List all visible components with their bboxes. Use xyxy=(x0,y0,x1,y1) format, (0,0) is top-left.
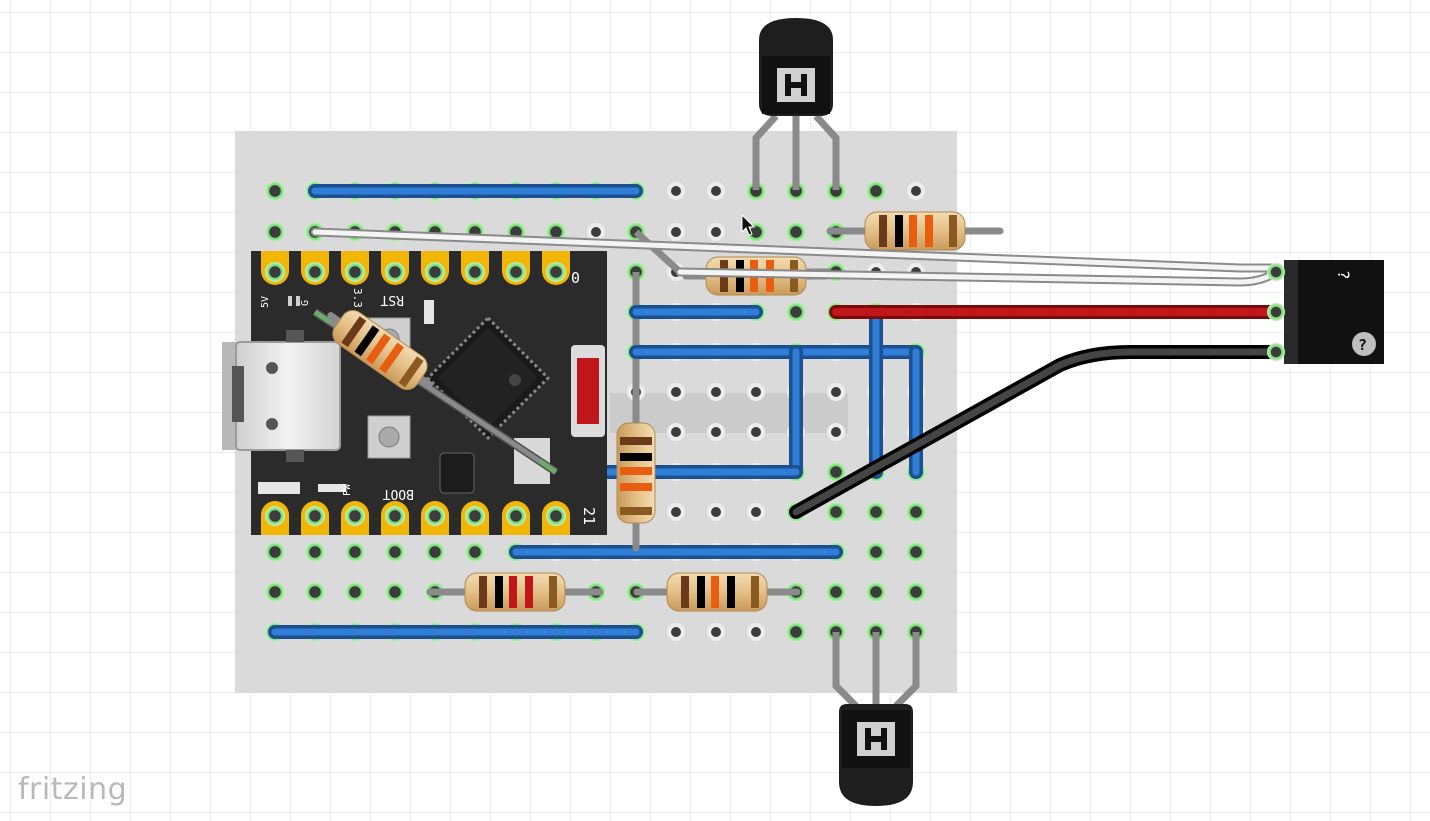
help-badge-icon: ? xyxy=(1352,332,1376,356)
blue-wires[interactable] xyxy=(268,184,923,639)
board-hole[interactable] xyxy=(826,181,846,201)
board-hole[interactable] xyxy=(385,542,405,562)
resistor-icon[interactable] xyxy=(426,572,604,612)
board-hole-center xyxy=(911,186,921,196)
usb-connector-icon xyxy=(222,330,341,462)
header-hole[interactable] xyxy=(546,506,566,526)
header-hole[interactable] xyxy=(265,262,285,282)
board-hole[interactable] xyxy=(265,181,285,201)
label-3v3: 3.3 xyxy=(351,288,364,308)
header-hole[interactable] xyxy=(425,262,445,282)
sensor-module[interactable]: ? ? xyxy=(1267,260,1384,364)
board-hole-center xyxy=(751,627,761,637)
board-hole-center xyxy=(711,387,721,397)
header-hole[interactable] xyxy=(385,506,405,526)
board-hole[interactable] xyxy=(746,181,766,201)
board-hole-center xyxy=(671,427,681,437)
resistor-icon[interactable] xyxy=(320,300,440,400)
resistor-icon[interactable] xyxy=(633,572,801,612)
header-hole[interactable] xyxy=(546,262,566,282)
board-hole-center xyxy=(671,627,681,637)
board-hole[interactable] xyxy=(906,542,926,562)
label-g: G xyxy=(300,300,311,306)
resistor-icon[interactable] xyxy=(826,211,1004,251)
board-hole-center xyxy=(671,186,681,196)
board-hole[interactable] xyxy=(345,542,365,562)
board-hole-center xyxy=(711,227,721,237)
label-rst: RST xyxy=(380,292,404,307)
jumper-wire[interactable] xyxy=(633,229,683,275)
board-hole-center xyxy=(711,186,721,196)
header-hole[interactable] xyxy=(465,506,485,526)
board-hole[interactable] xyxy=(305,582,325,602)
board-hole[interactable] xyxy=(826,502,846,522)
board-hole[interactable] xyxy=(786,622,806,642)
svg-text:?: ? xyxy=(1358,336,1367,354)
board-hole-center xyxy=(711,427,721,437)
board-hole[interactable] xyxy=(866,582,886,602)
board-hole[interactable] xyxy=(826,462,846,482)
board-hole[interactable] xyxy=(786,222,806,242)
board-hole-center xyxy=(671,507,681,517)
board-hole-center xyxy=(831,427,841,437)
board-hole[interactable] xyxy=(866,542,886,562)
board-hole-center xyxy=(751,387,761,397)
regulator-chip xyxy=(439,452,475,494)
board-hole[interactable] xyxy=(906,582,926,602)
boot-button[interactable] xyxy=(367,415,411,459)
board-hole[interactable] xyxy=(425,542,445,562)
header-hole[interactable] xyxy=(425,506,445,526)
header-hole[interactable] xyxy=(465,262,485,282)
board-hole[interactable] xyxy=(385,582,405,602)
sensor-label: ? xyxy=(1334,270,1353,280)
board-hole-center xyxy=(831,387,841,397)
transistor-top[interactable] xyxy=(752,18,840,190)
label-5v: 5V xyxy=(260,296,271,308)
transistor-bottom[interactable] xyxy=(832,632,920,806)
transistor-icon xyxy=(857,722,895,756)
pin-label-21: 21 xyxy=(580,507,598,525)
board-hole[interactable] xyxy=(866,502,886,522)
board-hole-center xyxy=(671,227,681,237)
board-hole[interactable] xyxy=(786,181,806,201)
board-hole[interactable] xyxy=(826,582,846,602)
pin-label-0: 0 xyxy=(571,268,580,286)
board-hole[interactable] xyxy=(265,222,285,242)
board-hole-center xyxy=(711,507,721,517)
board-hole[interactable] xyxy=(265,542,285,562)
board-hole-center xyxy=(671,387,681,397)
header-hole[interactable] xyxy=(506,262,526,282)
board-hole[interactable] xyxy=(305,542,325,562)
fritzing-watermark: fritzing xyxy=(18,772,128,807)
transistor-icon xyxy=(777,68,815,102)
header-hole[interactable] xyxy=(385,262,405,282)
board-hole[interactable] xyxy=(786,302,806,322)
board-hole-center xyxy=(751,507,761,517)
label-boot: BOOT xyxy=(383,486,414,501)
header-hole[interactable] xyxy=(305,506,325,526)
board-hole-center xyxy=(711,627,721,637)
board-hole-center xyxy=(751,427,761,437)
board-hole-center xyxy=(591,227,601,237)
header-hole[interactable] xyxy=(345,506,365,526)
board-hole[interactable] xyxy=(265,582,285,602)
board-hole[interactable] xyxy=(465,542,485,562)
header-hole[interactable] xyxy=(506,506,526,526)
board-hole[interactable] xyxy=(906,502,926,522)
resistor-icon[interactable] xyxy=(616,394,656,552)
board-hole[interactable] xyxy=(866,181,886,201)
header-hole[interactable] xyxy=(305,262,325,282)
mcu-board[interactable]: 0 21 5V G 3.3 RST BOOT PW xyxy=(222,251,607,535)
label-pw: PW xyxy=(342,483,353,496)
header-hole[interactable] xyxy=(265,506,285,526)
cursor-icon xyxy=(741,213,756,236)
header-hole[interactable] xyxy=(345,262,365,282)
board-hole[interactable] xyxy=(345,582,365,602)
